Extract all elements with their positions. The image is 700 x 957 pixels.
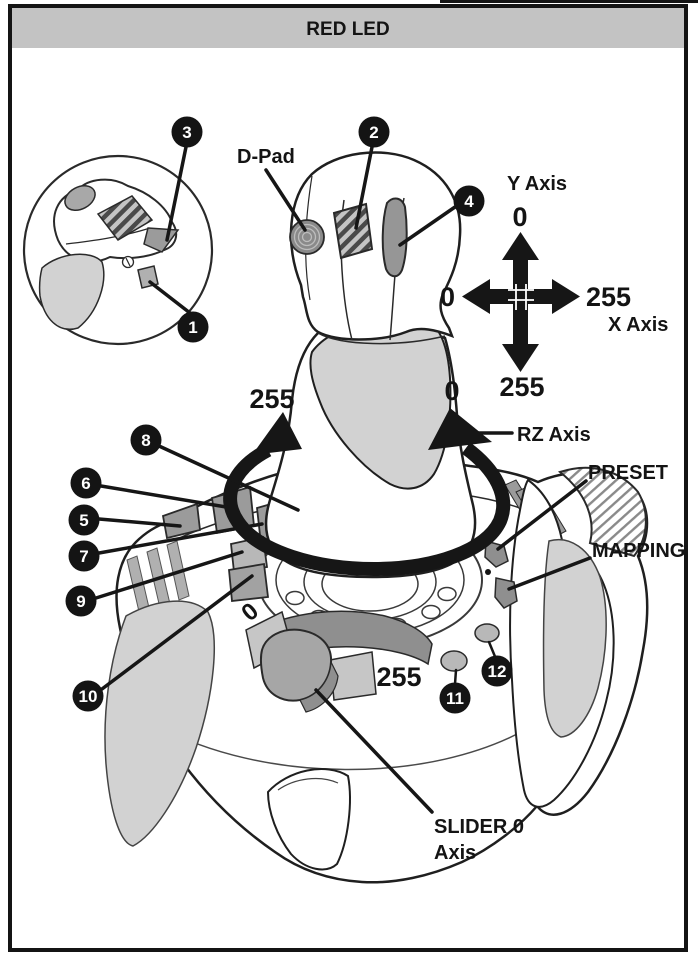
callout-4: 4 bbox=[453, 185, 485, 217]
arrow-left bbox=[462, 279, 490, 314]
rear-right-winglet bbox=[557, 466, 647, 558]
front-foot bbox=[266, 768, 351, 871]
inset-hatched-button bbox=[96, 195, 154, 241]
slider-255-label: 255 bbox=[376, 662, 421, 692]
callout-1: 1 bbox=[177, 311, 209, 343]
trigger-button-2 bbox=[332, 202, 374, 260]
y-axis-max: 255 bbox=[499, 372, 544, 402]
arrow-up bbox=[502, 232, 539, 260]
leader-4 bbox=[398, 205, 457, 247]
svg-text:10: 10 bbox=[79, 687, 98, 706]
scan-artifact bbox=[440, 0, 698, 3]
button-12 bbox=[474, 623, 500, 643]
left-wing-panel bbox=[104, 600, 215, 847]
side-button-4 bbox=[381, 197, 408, 278]
leader-6 bbox=[99, 484, 234, 510]
callout-3: 3 bbox=[171, 116, 203, 148]
xy-axis-cross bbox=[462, 232, 580, 372]
button-10 bbox=[228, 562, 270, 602]
joystick-stick bbox=[264, 315, 477, 579]
slider-axis-label-2: Axis bbox=[434, 842, 476, 864]
button-5 bbox=[161, 502, 201, 540]
svg-text:12: 12 bbox=[488, 662, 507, 681]
leader-preset bbox=[496, 479, 588, 551]
svg-text:6: 6 bbox=[81, 474, 90, 493]
joystick-base: 0 255 bbox=[104, 458, 649, 884]
rz-arrowhead-right bbox=[428, 408, 492, 450]
y-axis-label: Y Axis bbox=[507, 173, 567, 195]
slider-assembly bbox=[245, 610, 433, 713]
leader-5 bbox=[97, 517, 182, 528]
svg-text:1: 1 bbox=[188, 318, 197, 337]
button-11 bbox=[440, 650, 468, 672]
rz-rotation-arrow bbox=[223, 408, 511, 577]
arrow-right bbox=[552, 279, 580, 314]
leader-11 bbox=[453, 668, 458, 686]
leader-dpad bbox=[264, 168, 307, 232]
svg-text:7: 7 bbox=[79, 547, 88, 566]
slider-axis-label-1: SLIDER 0 bbox=[434, 816, 524, 838]
leader-10 bbox=[100, 574, 254, 691]
header-bar bbox=[12, 8, 684, 48]
svg-text:4: 4 bbox=[464, 192, 474, 211]
preset-label: PRESET bbox=[588, 462, 668, 484]
rz-band bbox=[223, 442, 511, 577]
callout-6: 6 bbox=[70, 467, 102, 499]
callout-2: 2 bbox=[358, 116, 390, 148]
leader-mapping bbox=[507, 556, 592, 591]
head-outline bbox=[289, 151, 462, 341]
rz-axis-label: RZ Axis bbox=[517, 424, 591, 446]
callout-11: 11 bbox=[439, 682, 471, 714]
callout-8: 8 bbox=[130, 424, 162, 456]
callout-9: 9 bbox=[65, 585, 97, 617]
leader-2 bbox=[354, 145, 374, 230]
callouts: 1 2 3 4 5 6 7 8 9 10 11 12 bbox=[65, 116, 513, 714]
mapping-button bbox=[494, 577, 518, 609]
callout-7: 7 bbox=[68, 540, 100, 572]
rz-min: 0 bbox=[444, 376, 459, 406]
page-title: RED LED bbox=[306, 19, 389, 40]
leader-7 bbox=[97, 522, 264, 555]
leader-1 bbox=[148, 280, 192, 315]
svg-text:11: 11 bbox=[446, 689, 464, 708]
cross-weave bbox=[508, 284, 534, 310]
led-dot bbox=[485, 569, 491, 575]
inset-grip-panel bbox=[38, 253, 105, 330]
y-axis-min: 0 bbox=[512, 202, 527, 232]
svg-text:2: 2 bbox=[369, 123, 378, 142]
dpad-label: D-Pad bbox=[237, 146, 295, 168]
leader-3 bbox=[165, 145, 188, 242]
d-pad bbox=[289, 219, 325, 255]
mapping-label: MAPPING bbox=[592, 540, 685, 562]
inset-thumb-button bbox=[64, 184, 96, 212]
joystick-head bbox=[289, 151, 462, 345]
svg-text:8: 8 bbox=[141, 431, 150, 450]
callout-12: 12 bbox=[481, 655, 513, 687]
rz-arrowhead-left bbox=[252, 412, 302, 455]
leader-slider bbox=[314, 688, 434, 814]
leader-lines bbox=[94, 145, 592, 814]
svg-text:3: 3 bbox=[182, 123, 191, 142]
x-axis-max: 255 bbox=[586, 282, 631, 312]
leader-8 bbox=[157, 444, 300, 512]
rz-max: 255 bbox=[249, 384, 294, 414]
callout-10: 10 bbox=[72, 680, 104, 712]
right-wing-panel bbox=[542, 538, 607, 738]
svg-text:5: 5 bbox=[79, 511, 88, 530]
text-labels: D-Pad Y Axis 0 255 0 255 X Axis 255 0 RZ… bbox=[237, 146, 685, 864]
x-axis-label: X Axis bbox=[608, 314, 668, 336]
leader-9 bbox=[94, 550, 244, 600]
arrow-down bbox=[502, 344, 539, 372]
x-axis-min: 0 bbox=[440, 282, 455, 312]
svg-text:9: 9 bbox=[76, 592, 85, 611]
slider-knob-side bbox=[299, 659, 339, 713]
callout-5: 5 bbox=[68, 504, 100, 536]
